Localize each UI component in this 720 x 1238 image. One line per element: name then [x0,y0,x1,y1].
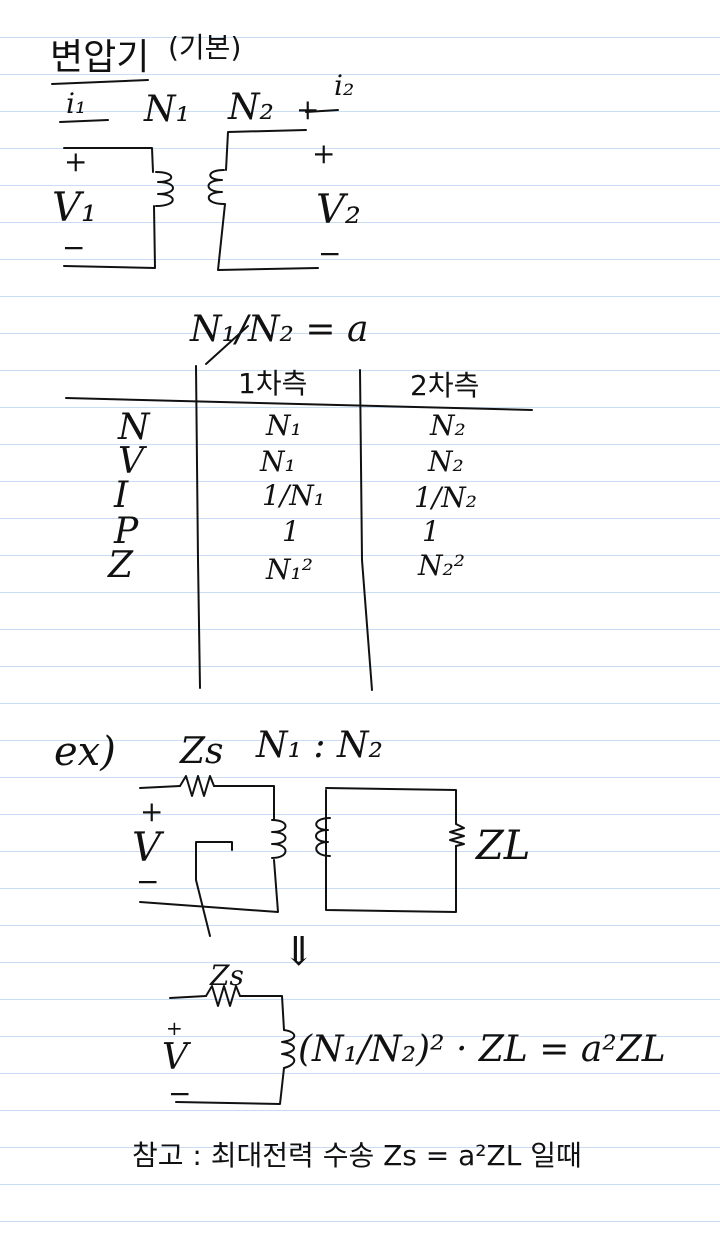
impedance-formula: (N₁/N₂)² · ZL = a²ZL [298,1029,666,1070]
max-power-note: 참고 : 최대전력 수송 Zs = a²ZL 일때 [132,1139,582,1172]
table-cell: 1/N₁ [262,479,325,512]
i1-label: i₁ [66,87,87,120]
equiv-minus: − [168,1077,192,1110]
plus-right: + [312,137,336,170]
table-row-label: P [114,511,139,552]
example-v-label: V [132,825,161,871]
primary-coil [155,171,174,207]
example-source-wire [139,785,181,789]
i2-arrow [305,109,339,113]
page-subtitle: (기본) [168,31,242,64]
minus-right: − [318,237,342,270]
table-header-secondary: 2차측 [410,369,480,402]
table-row-label: Z [108,545,134,586]
plus-left: + [64,145,88,178]
zl-resistor [449,823,465,847]
equiv-v-label: V [162,1037,188,1078]
example-label: ex) [54,729,116,775]
equiv-load-coil [281,1029,296,1069]
example-plus: + [140,795,164,828]
example-ratio: N₁ : N₂ [256,725,383,766]
table-col-divider-2 [359,369,373,691]
primary-loop-wire [63,147,156,269]
i2-label: i₂ [334,69,355,102]
ratio-slash [205,325,249,365]
table-cell: 1 [422,515,440,548]
example-zl-label: ZL [476,823,531,869]
example-zs-label: Zs [180,731,224,772]
table-cell: 1 [282,515,300,548]
equiv-plus: + [166,1016,183,1040]
secondary-coil [207,169,225,205]
equiv-wire [175,995,285,1105]
table-header-primary: 1차측 [238,367,308,400]
table-row-label: I [114,475,129,516]
table-header-line [65,397,533,411]
example-secondary-coil [315,817,331,857]
table-cell: N₂ [430,409,466,442]
table-cell: N₁ [260,445,296,478]
plus-right-top: + [296,93,320,126]
example-source-lead [195,841,233,937]
example-secondary-loop [325,787,457,913]
table-cell: 1/N₂ [414,481,477,514]
turns-ratio: N₁/N₂ = a [190,309,369,350]
page-title: 변압기 [50,37,150,78]
table-cell: N₁ [266,409,302,442]
table-row-label: V [118,441,144,482]
n2-label: N₂ [228,87,274,128]
zs-resistor [179,775,215,797]
equiv-source-wire [169,995,207,999]
v1-label: V₁ [52,185,97,231]
table-cell: N₁² [266,553,313,586]
equiv-zs-resistor [205,985,241,1007]
title-underline [51,79,149,85]
table-cell: N₂² [418,549,465,582]
minus-left: − [62,231,86,264]
table-row-label: N [118,407,150,448]
table-cell: N₂ [428,445,464,478]
i1-underline [59,119,109,123]
equiv-zs-label: Zs [210,959,244,992]
table-col-divider-1 [195,365,201,689]
down-arrow-icon: ⇓ [282,929,316,975]
example-minus: − [136,865,160,898]
example-primary-wire [139,785,279,913]
secondary-loop-wire [217,129,319,271]
n1-label: N₁ [144,89,190,130]
example-primary-coil [271,819,287,859]
v2-label: V₂ [316,187,361,233]
